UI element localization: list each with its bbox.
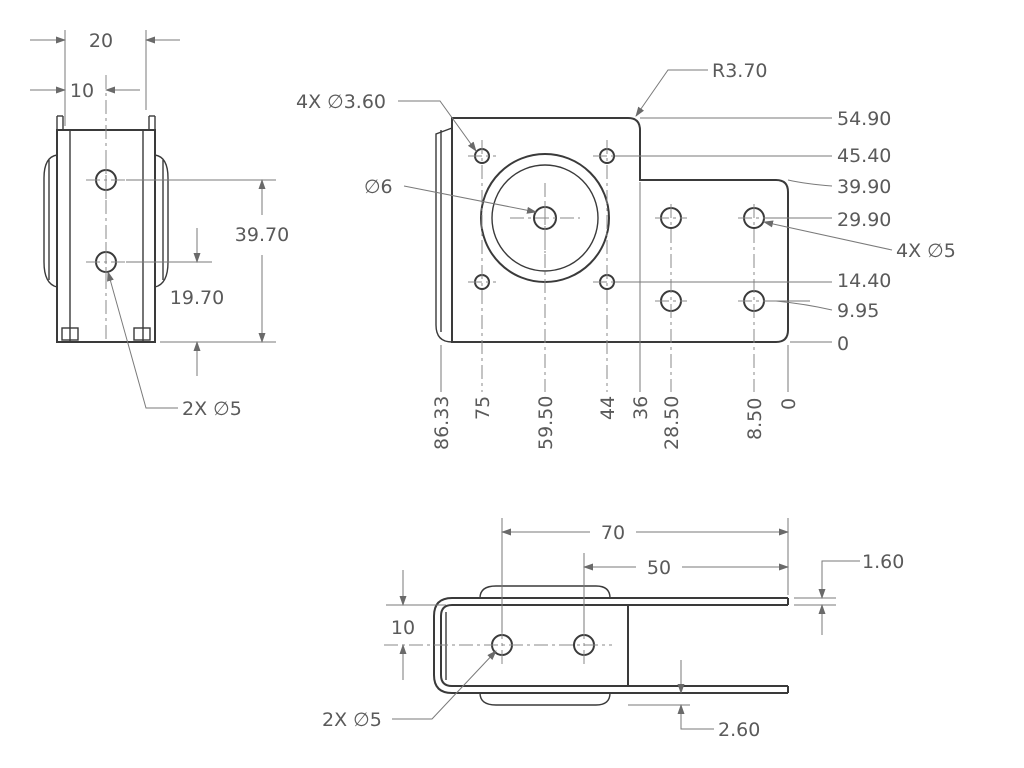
ordinate-x-44: 44 (597, 396, 619, 420)
dim-thickness-label: 1.60 (862, 551, 904, 573)
dim-hole-spacing: 39.70 (126, 179, 289, 343)
front-view: 54.90 45.40 39.90 29.90 14.40 9.95 0 86.… (296, 60, 956, 450)
top-view-outline (433, 585, 789, 706)
front-view-vertical-ordinates: 54.90 45.40 39.90 29.90 14.40 9.95 0 (837, 108, 891, 355)
dim-thickness: 1.60 (794, 551, 904, 635)
dim-hole-spacing-label: 39.70 (235, 224, 289, 246)
callout-center-hole: ∅6 (364, 176, 537, 214)
ordinate-y-0: 0 (837, 333, 849, 355)
dim-length-total: 70 (501, 518, 789, 632)
ordinate-y-54-90: 54.90 (837, 108, 891, 130)
ordinate-y-9-95: 9.95 (837, 300, 879, 322)
callout-side-holes: 2X ∅5 (107, 271, 242, 420)
ordinate-x-59-50: 59.50 (535, 396, 557, 450)
top-view-holes (384, 625, 612, 665)
ordinate-x-0: 0 (778, 398, 800, 410)
dim-offset-width: 10 (386, 570, 446, 680)
dim-width-half: 10 (30, 80, 140, 102)
ordinate-y-29-90: 29.90 (837, 209, 891, 231)
ordinate-x-36: 36 (630, 396, 652, 420)
ordinate-x-75: 75 (472, 396, 494, 420)
dim-hole-lower: 19.70 (126, 228, 224, 376)
side-view: 20 10 39.70 19.70 2X ∅5 (30, 30, 289, 420)
callout-corner-radius-label: R3.70 (712, 60, 768, 82)
callout-top-holes-label: 2X ∅5 (322, 709, 382, 731)
callout-side-holes-label: 2X ∅5 (182, 398, 242, 420)
callout-holes: 4X ∅5 (763, 220, 956, 262)
callout-small-holes: 4X ∅3.60 (296, 91, 477, 152)
dim-gap-label: 2.60 (718, 719, 760, 741)
callout-top-holes: 2X ∅5 (322, 650, 497, 731)
dim-hole-lower-label: 19.70 (170, 287, 224, 309)
front-view-horizontal-extensions (615, 117, 833, 343)
dim-width-total: 20 (30, 30, 180, 126)
callout-small-holes-label: 4X ∅3.60 (296, 91, 386, 113)
ordinate-y-39-90: 39.90 (837, 176, 891, 198)
ordinate-x-28-50: 28.50 (661, 396, 683, 450)
ordinate-x-86-33: 86.33 (431, 396, 453, 450)
front-view-small-holes (468, 148, 621, 290)
dim-length-partial: 50 (583, 553, 789, 632)
callout-corner-radius: R3.70 (635, 60, 768, 117)
dim-length-partial-label: 50 (647, 557, 671, 579)
front-view-vertical-extensions (440, 140, 789, 392)
dim-length-total-label: 70 (601, 522, 625, 544)
ordinate-y-45-40: 45.40 (837, 145, 891, 167)
ordinate-y-14-40: 14.40 (837, 270, 891, 292)
callout-center-hole-label: ∅6 (364, 176, 393, 198)
front-view-outline (435, 117, 789, 343)
front-view-holes (655, 207, 770, 312)
front-view-horizontal-ordinates: 86.33 75 59.50 44 36 28.50 8.50 0 (431, 396, 800, 450)
dim-offset-width-label: 10 (391, 617, 415, 639)
dim-width-half-label: 10 (70, 80, 94, 102)
top-view: 70 50 1.60 10 2.60 (322, 518, 904, 741)
ordinate-x-8-50: 8.50 (744, 398, 766, 440)
dim-gap: 2.60 (628, 660, 760, 741)
callout-holes-label: 4X ∅5 (896, 240, 956, 262)
dim-width-total-label: 20 (89, 30, 113, 52)
